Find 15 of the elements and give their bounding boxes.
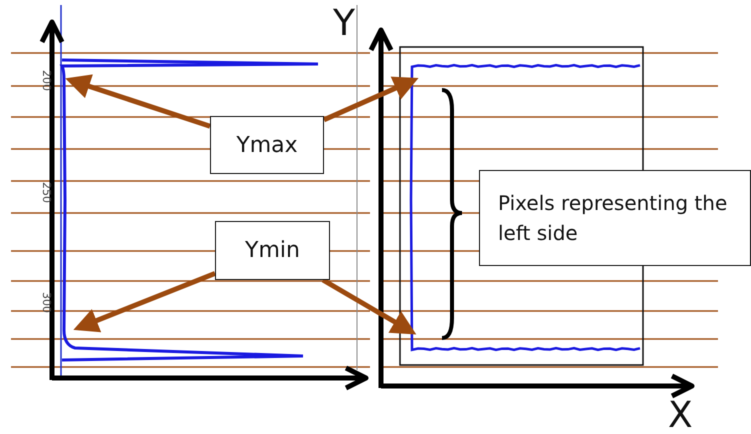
tick-label: 250 xyxy=(40,182,53,203)
arrow xyxy=(65,74,211,129)
arrow xyxy=(73,271,216,332)
callout-text: Pixels representing the left side xyxy=(498,190,728,247)
arrow xyxy=(322,76,419,122)
callout-box xyxy=(479,170,751,266)
profile-curve-drawing xyxy=(60,58,320,362)
axis-label: Y xyxy=(333,6,355,42)
tick-label: 200 xyxy=(40,70,53,91)
callout-text: Ymax xyxy=(236,132,298,160)
arrow xyxy=(322,278,416,335)
callout-box xyxy=(215,221,330,280)
tick-label: 300 xyxy=(40,292,53,313)
axis-label: X xyxy=(668,398,693,434)
callout-text: Ymin xyxy=(245,237,300,265)
